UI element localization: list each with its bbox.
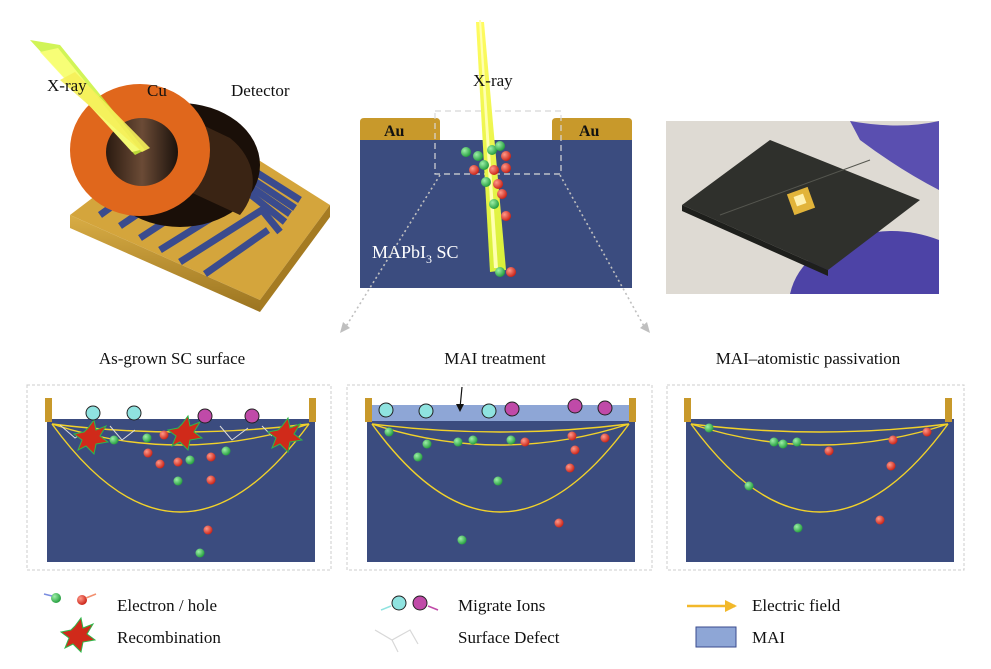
au-electrode-left — [360, 118, 440, 140]
legend-surface-defect: Surface Defect — [458, 628, 560, 647]
glove-bottom — [790, 231, 939, 294]
legend-recombination: Recombination — [117, 628, 221, 647]
legend-migrate-ions-symbol — [380, 595, 439, 611]
carriers — [704, 423, 932, 533]
legend-mai: MAI — [752, 628, 785, 647]
panel-mai-treatment — [346, 384, 653, 571]
legend-mai-swatch — [695, 626, 737, 648]
electrode-right — [309, 398, 316, 422]
migrating-ions — [378, 398, 613, 419]
electrode-left — [365, 398, 372, 422]
electrode-right — [945, 398, 952, 422]
electrode-left — [684, 398, 691, 422]
pointer-arrow-right — [640, 322, 650, 333]
carriers — [384, 427, 610, 545]
migrating-ions — [85, 405, 260, 424]
legend-migrate-ions: Migrate Ions — [458, 596, 545, 615]
recombination-centers — [72, 414, 304, 456]
detector-illustration: X-ray Cu Detector — [30, 40, 330, 312]
label-au-right: Au — [579, 123, 600, 140]
device-photo — [666, 121, 939, 294]
panel-title-mai-passivation: MAI–atomistic passivation — [716, 349, 901, 368]
panel-mai-passivation — [666, 384, 965, 571]
crystal-block — [367, 419, 635, 562]
legend-surface-defect-symbol — [374, 629, 419, 653]
legend-electric-field-symbol — [687, 600, 737, 612]
zoom-region — [434, 110, 562, 175]
glove-top — [850, 121, 939, 190]
panel-title-mai-treatment: MAI treatment — [444, 349, 546, 368]
pointer-arrow-left — [340, 322, 350, 333]
mai-layer — [372, 405, 630, 421]
carriers — [109, 430, 231, 558]
au-electrode-right — [552, 118, 632, 140]
pointer-line-right — [559, 174, 646, 329]
panel-title-as-grown: As-grown SC surface — [99, 349, 245, 368]
legend: Electron / hole Recombination Migrate Io… — [43, 593, 841, 654]
legend-electron-hole: Electron / hole — [117, 596, 217, 615]
cross-section-illustration: Au Au X-ray MAPbI3 SC — [340, 20, 650, 333]
pointer-line-left — [344, 174, 441, 329]
label-detector: Detector — [231, 81, 290, 100]
legend-electron-hole-symbol — [43, 593, 97, 605]
label-cu: Cu — [147, 81, 167, 100]
carrier-cluster — [461, 141, 516, 277]
panel-as-grown — [26, 384, 332, 571]
xray-beam-left — [30, 40, 150, 155]
label-xray-center: X-ray — [473, 71, 513, 90]
label-material: MAPbI3 SC — [372, 242, 459, 266]
electric-field-lines — [690, 423, 949, 513]
label-xray-left: X-ray — [47, 76, 87, 95]
electrode-right — [629, 398, 636, 422]
crystal-block — [686, 419, 954, 562]
legend-recombination-symbol — [59, 616, 97, 654]
electrode-left — [45, 398, 52, 422]
detector-side-right — [260, 205, 330, 312]
detector-side-left — [70, 215, 260, 312]
electric-field-lines — [371, 423, 630, 513]
label-au-left: Au — [384, 123, 405, 140]
legend-electric-field: Electric field — [752, 596, 841, 615]
